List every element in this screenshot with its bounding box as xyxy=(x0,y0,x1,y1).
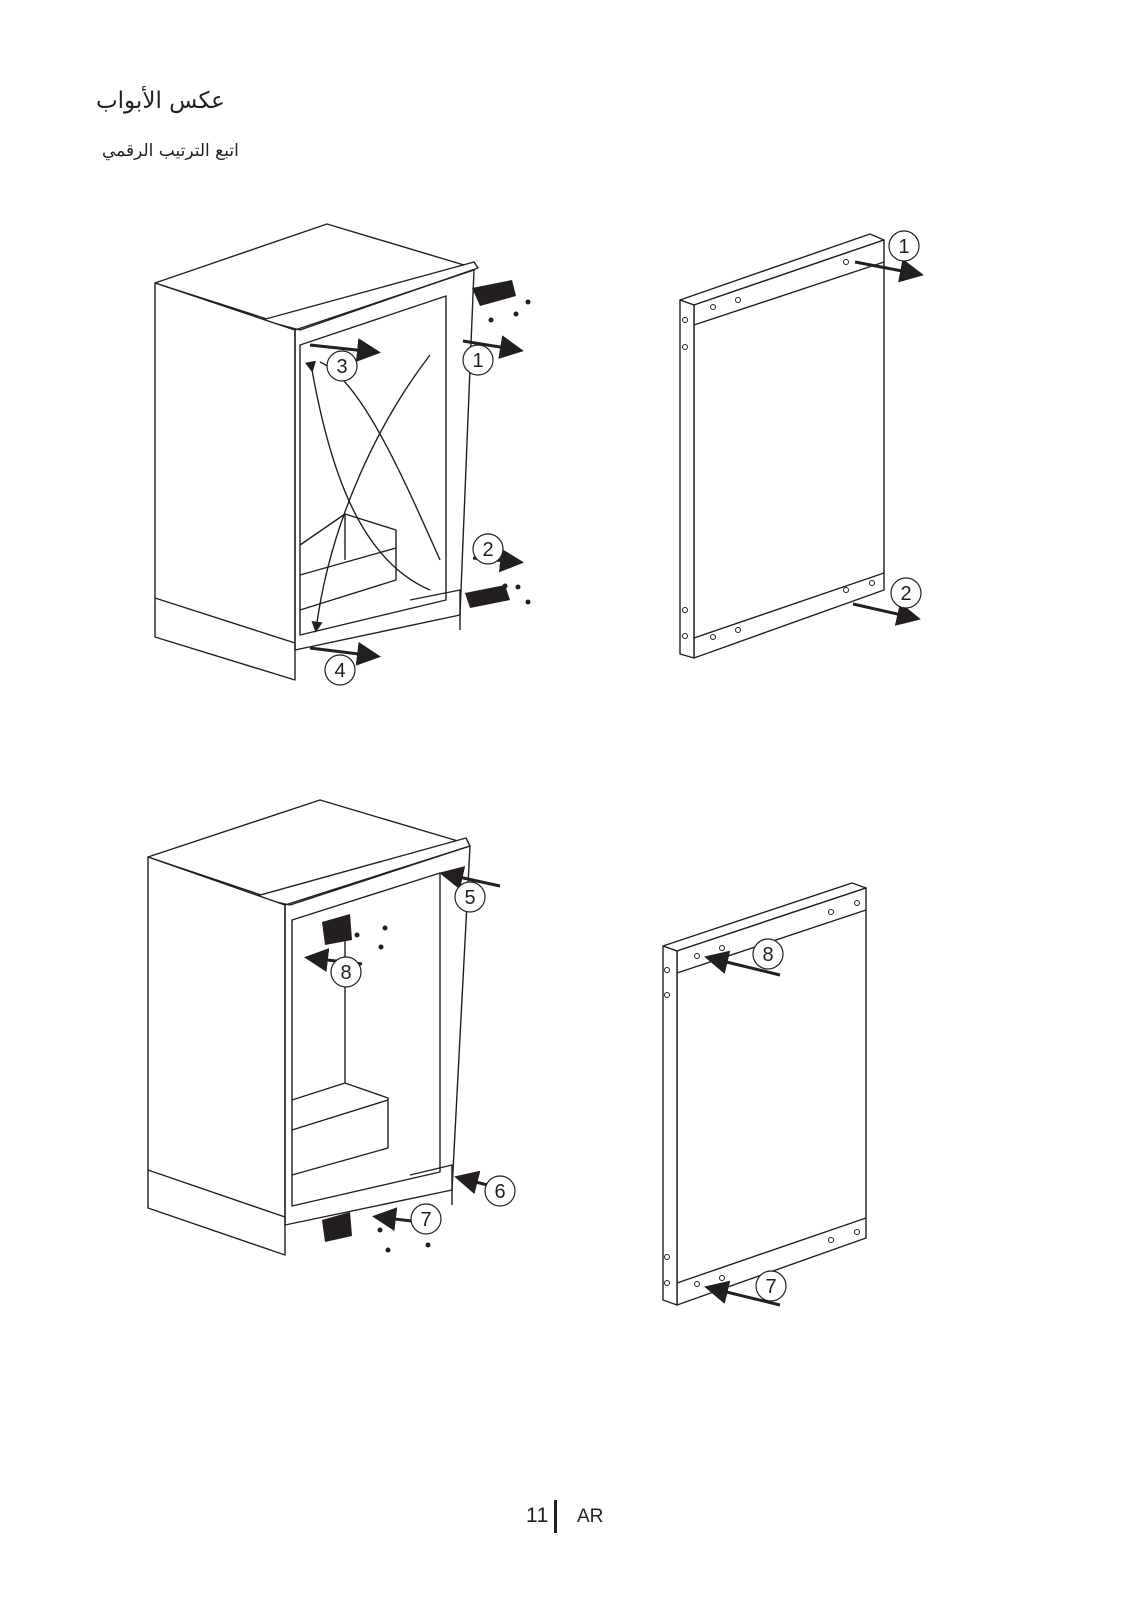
door-step-2: 2 xyxy=(900,583,911,605)
door-step-8: 8 xyxy=(762,944,773,966)
page-number: 11 xyxy=(526,1504,549,1527)
cabinet-step-8: 8 xyxy=(340,962,351,984)
cabinet-step-3: 3 xyxy=(336,356,347,378)
cabinet-step-6: 6 xyxy=(494,1181,505,1203)
page-title: عكس الأبواب xyxy=(96,88,225,114)
language-code: AR xyxy=(577,1506,604,1527)
door-step-7: 7 xyxy=(765,1276,776,1298)
page-subtitle: اتبع الترتيب الرقمي xyxy=(102,141,239,161)
cabinet-step-5: 5 xyxy=(464,887,475,909)
cabinet-step-4: 4 xyxy=(334,660,345,682)
door-step-1: 1 xyxy=(898,236,909,258)
cabinet-step-1: 1 xyxy=(472,350,483,372)
footer-divider xyxy=(554,1500,557,1533)
cabinet-step-7: 7 xyxy=(420,1209,431,1231)
cabinet-step-2: 2 xyxy=(482,539,493,561)
